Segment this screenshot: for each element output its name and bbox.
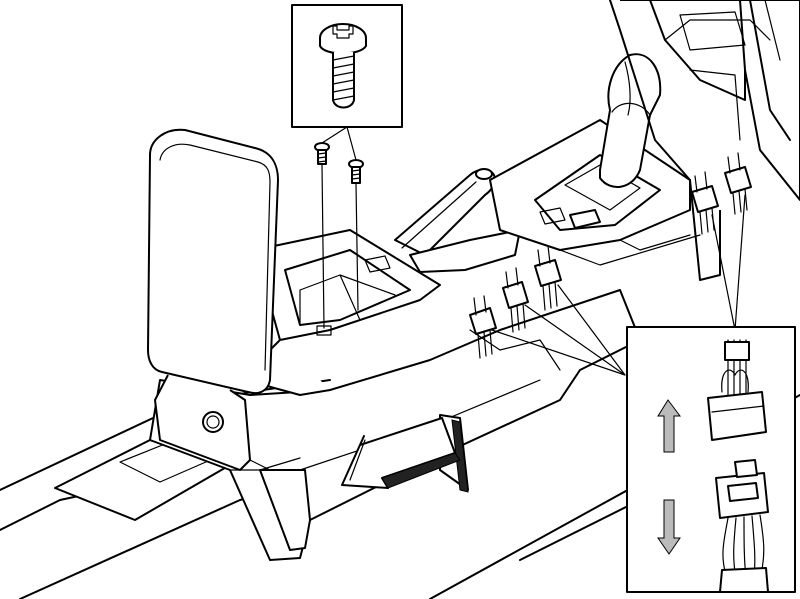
screws-installed [314,142,364,329]
connector-icon [707,369,767,441]
connector-icon [724,152,752,215]
connector-icon [715,459,769,519]
removal-direction-arrow-icon [341,414,469,493]
connector-detail-inset [626,326,796,593]
armrest [147,128,279,471]
connector-icon [502,267,529,333]
arrow-down-icon [657,499,681,555]
arrow-up-icon [657,399,681,453]
screw-detail-inset [291,4,403,161]
parking-brake-lever [394,168,521,273]
console-body [149,289,641,561]
wiring-connectors [469,152,752,376]
connector-icon [469,295,497,359]
gear-selector-area [489,53,691,251]
storage-compartment [244,229,441,396]
screw-icon [314,142,330,165]
connector-icon [691,171,719,235]
screw-icon [319,23,367,109]
connector-icon [534,245,562,311]
screw-icon [348,159,364,184]
